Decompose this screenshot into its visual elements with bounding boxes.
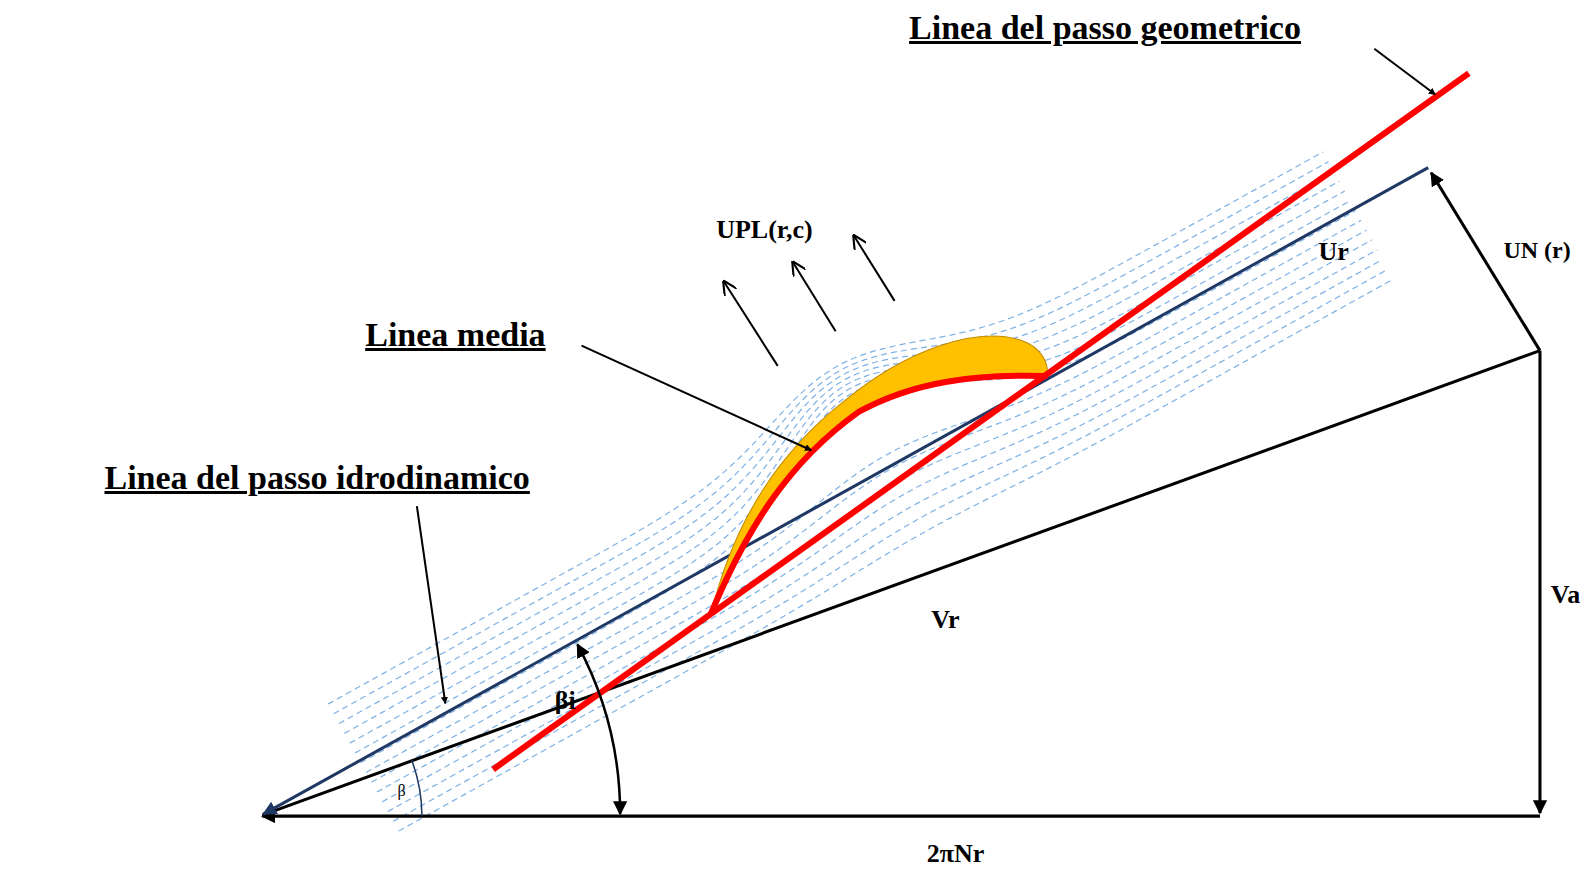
- streamline: [366, 220, 1361, 772]
- streamline: [399, 279, 1394, 831]
- beta-i-arc: [577, 644, 620, 814]
- streamline: [339, 171, 1334, 723]
- mean-line: [712, 376, 1045, 612]
- symbol-label: Ur: [1319, 239, 1349, 265]
- angle-label: βi: [555, 688, 576, 714]
- streamline: [344, 181, 1339, 733]
- leader-line: [582, 346, 812, 451]
- geometric-pitch-line: [493, 73, 1469, 769]
- pressure-arrow: [854, 236, 895, 301]
- streamline: [328, 152, 1323, 704]
- symbol-label: 2πNr: [927, 841, 985, 867]
- title-label: Linea media: [365, 318, 545, 352]
- symbol-label: UPL(r,c): [716, 217, 813, 243]
- axial-velocity: [1538, 351, 1541, 813]
- symbol-label: UN (r): [1503, 238, 1570, 262]
- leader-line: [1374, 49, 1435, 95]
- tangential-velocity: [262, 815, 1540, 818]
- beta-arc: [412, 760, 422, 816]
- angle-label: β: [397, 783, 405, 799]
- streamline: [371, 230, 1366, 782]
- pressure-arrow: [724, 282, 778, 366]
- symbol-label: Vr: [931, 607, 959, 633]
- symbol-label: Va: [1551, 582, 1580, 608]
- blade-section: [712, 336, 1048, 612]
- title-label: Linea del passo geometrico: [909, 11, 1301, 45]
- leader-line: [417, 506, 445, 703]
- title-label: Linea del passo idrodinamico: [104, 461, 529, 495]
- pressure-arrow: [793, 262, 836, 331]
- relative-velocity: [262, 351, 1540, 815]
- streamline: [334, 162, 1329, 714]
